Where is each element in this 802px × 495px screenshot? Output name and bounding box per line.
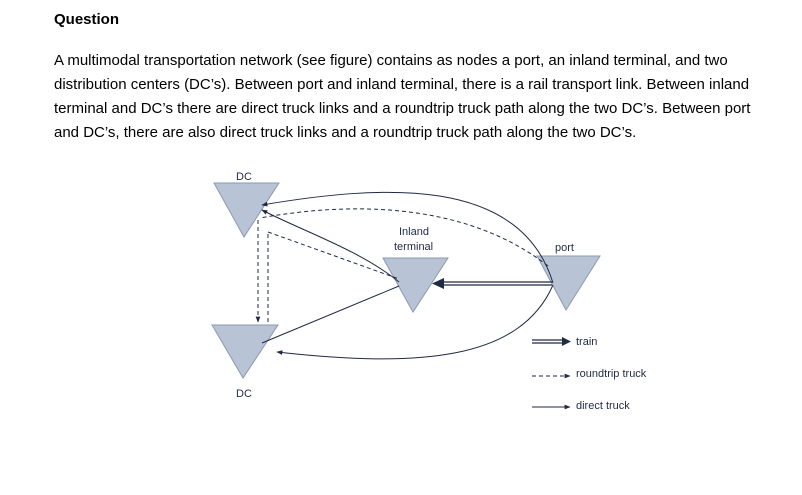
inland-terminal-node xyxy=(382,257,449,313)
dc-top-node xyxy=(213,182,280,238)
question-heading: Question xyxy=(54,11,120,28)
train-link xyxy=(432,278,552,289)
dc-bottom-node xyxy=(211,324,279,379)
roundtrip-inland-segment xyxy=(267,231,400,280)
legend: train roundtrip truck direct truck xyxy=(532,336,647,412)
legend-direct-label: direct truck xyxy=(576,400,630,412)
direct-inland-dc-top xyxy=(261,209,400,283)
legend-train-label: train xyxy=(576,336,597,348)
question-paragraph: A multimodal transportation network (see… xyxy=(54,52,751,141)
dc-top-label: DC xyxy=(236,171,252,183)
roundtrip-port-dc xyxy=(259,208,549,267)
direct-port-dc-bottom xyxy=(276,284,554,360)
inland-label-line1: Inland xyxy=(399,226,429,238)
legend-roundtrip-label: roundtrip truck xyxy=(576,368,647,380)
port-node xyxy=(536,255,601,311)
port-label: port xyxy=(555,242,574,254)
dc-bottom-label: DC xyxy=(236,388,252,400)
direct-port-dc-top xyxy=(261,191,554,284)
legend-train-symbol xyxy=(532,337,571,346)
inland-label-line2: terminal xyxy=(394,241,433,253)
direct-inland-dc-bottom xyxy=(261,285,400,344)
